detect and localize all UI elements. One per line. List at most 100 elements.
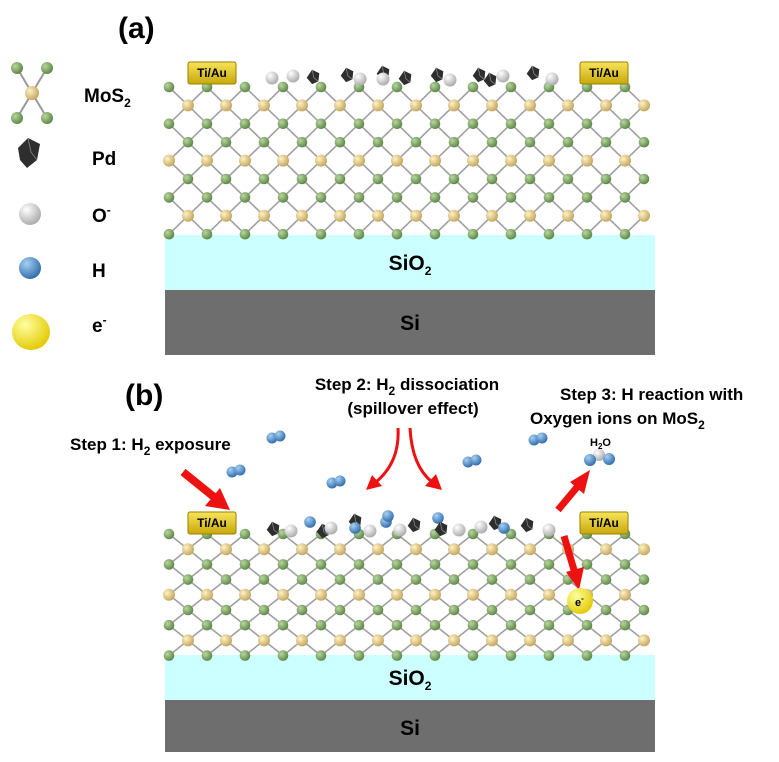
molybdenum-atom <box>239 154 251 167</box>
molybdenum-atom <box>182 634 194 647</box>
sulfur-atom <box>201 192 213 203</box>
panel-a-label: (a) <box>118 12 155 45</box>
oxygen-ion <box>284 524 298 538</box>
pd-facet <box>435 67 443 80</box>
molybdenum-atom <box>524 634 536 647</box>
sulfur-atom <box>201 650 213 661</box>
sulfur-atom <box>391 81 403 93</box>
sulfur-atom <box>277 118 289 130</box>
sulfur-atom <box>163 81 175 93</box>
sulfur-atom <box>467 192 479 203</box>
sulfur-atom <box>201 559 213 570</box>
sulfur-atom <box>220 574 232 585</box>
molybdenum-atom <box>201 154 213 167</box>
gas-phase-h2 <box>226 430 548 489</box>
contact-pad-right-b: Ti/Au <box>579 511 629 535</box>
molybdenum-atom <box>448 209 460 222</box>
step1-label: Step 1: H2 exposure <box>70 435 231 458</box>
sulfur-atom <box>220 136 232 148</box>
sulfur-atom <box>277 559 289 570</box>
sulfur-atom <box>163 192 175 203</box>
molybdenum-atom <box>638 209 650 222</box>
oxygen-ion <box>474 520 488 534</box>
sulfur-atom <box>581 559 593 570</box>
lattice-atoms <box>163 81 650 240</box>
sulfur-atom <box>486 604 498 616</box>
step3-arrow-up <box>555 470 590 513</box>
sulfur-atom <box>486 574 498 585</box>
sulfur-atom <box>334 136 346 148</box>
mos2-lattice-a <box>163 81 650 240</box>
legend-oxygen-label: O- <box>92 203 111 227</box>
molybdenum-atom <box>524 543 536 556</box>
contact-pad-left-b: Ti/Au <box>187 511 237 535</box>
sulfur-atom <box>334 604 346 616</box>
sulfur-atom <box>600 173 612 185</box>
sulfur-atom <box>163 528 175 540</box>
molybdenum-atom <box>372 543 384 556</box>
sulfur-atom <box>239 650 251 661</box>
molybdenum-atom <box>543 588 555 601</box>
legend-mos2-icon <box>11 62 53 124</box>
sulfur-atom <box>315 118 327 130</box>
pd-cluster <box>483 72 497 88</box>
sulfur-atom <box>486 136 498 148</box>
step3-label-line2: Oxygen ions on MoS2 <box>530 409 705 432</box>
si-label-b: Si <box>400 717 420 740</box>
sulfur-atom <box>467 81 479 93</box>
molybdenum-atom <box>372 209 384 222</box>
sulfur-atom <box>372 604 384 616</box>
molybdenum-atom <box>334 209 346 222</box>
molybdenum-atom <box>334 634 346 647</box>
water-molecule <box>584 449 615 466</box>
sulfur-atom <box>277 650 289 661</box>
sulfur-atom <box>467 528 479 540</box>
sulfur-atom <box>239 192 251 203</box>
molybdenum-atom <box>277 588 289 601</box>
molybdenum-atom <box>600 543 612 556</box>
sulfur-atom <box>581 619 593 631</box>
sulfur-atom <box>429 559 441 570</box>
sulfur-atom <box>524 173 536 185</box>
sulfur-atom <box>372 574 384 585</box>
molybdenum-atom <box>182 99 194 112</box>
sulfur-atom <box>638 173 650 185</box>
sulfur-atom <box>391 619 403 631</box>
molybdenum-atom <box>220 209 232 222</box>
molybdenum-atom <box>315 154 327 167</box>
sulfur-atom <box>296 136 308 148</box>
sulfur-atom <box>410 136 422 148</box>
sulfur-atom <box>353 559 365 570</box>
hydrogen-atom <box>536 432 548 444</box>
hydrogen-atom <box>334 475 346 487</box>
sulfur-atom <box>543 650 555 661</box>
sulfur-atom <box>163 650 175 661</box>
sulfur-atom <box>429 81 441 93</box>
sulfur-atom <box>239 619 251 631</box>
pd-facet <box>321 523 329 536</box>
step3-label-line1: Step 3: H reaction with <box>560 385 743 404</box>
sulfur-atom <box>258 604 270 616</box>
sulfur-atom <box>638 136 650 148</box>
sulfur-atom <box>600 136 612 148</box>
sulfur-atom <box>182 574 194 585</box>
sulfur-atom <box>429 118 441 130</box>
sio2-label-b: SiO2 <box>389 667 432 693</box>
molybdenum-atom <box>277 154 289 167</box>
sulfur-atom <box>182 173 194 185</box>
legend-hydrogen-icon <box>19 257 41 279</box>
molybdenum-atom <box>410 634 422 647</box>
molybdenum-atom <box>296 634 308 647</box>
pd-cluster <box>472 67 486 83</box>
sulfur-atom <box>163 228 175 240</box>
sulfur-atom <box>581 192 593 203</box>
oxygen-ion <box>265 71 279 85</box>
pd-facet <box>271 521 279 534</box>
sulfur-atom <box>239 228 251 240</box>
sulfur-atom <box>543 192 555 203</box>
si-layer-a <box>165 290 655 355</box>
sulfur-atom <box>505 192 517 203</box>
pd-cluster <box>407 517 421 533</box>
sulfur-atom <box>619 619 631 631</box>
